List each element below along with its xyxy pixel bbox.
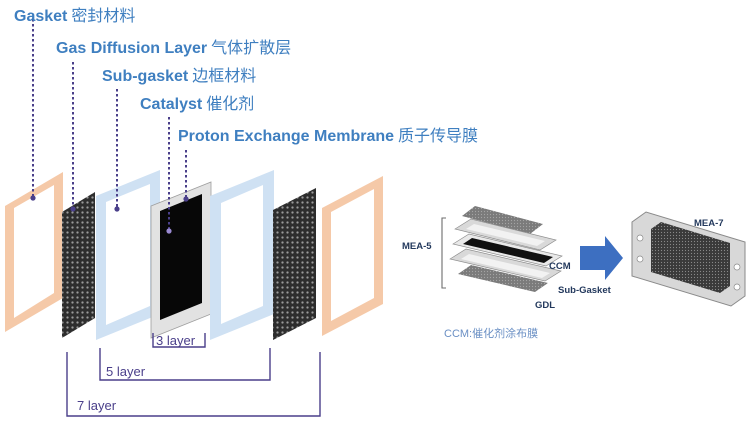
mea7-active-area [651,222,730,293]
gdl-left [62,192,95,338]
label-pem-zh: 质子传导膜 [398,128,479,145]
label-pem-en: Proton Exchange Membrane [178,128,395,145]
label-gdl-small: GDL [535,300,556,311]
mea5-gdl-bottom [458,265,548,292]
catalyst-layer [160,194,202,320]
leader-catalyst-dot [166,228,172,234]
mea7-port-hole [733,263,741,271]
label-5-layer: 5 layer [106,364,146,379]
label-catalyst-en: Catalyst [140,96,203,113]
gasket-right [322,176,383,336]
leader-gdl-dot [70,206,76,212]
mea5-gdl-top [462,206,543,234]
label-gasket-zh: 密封材料 [71,8,136,25]
process-arrow [580,236,623,280]
bracket-3-layer [152,333,206,348]
label-3-layer: 3 layer [156,333,196,348]
label-sub-gasket-en: Sub-gasket [102,68,189,85]
label-mea5: MEA-5 [402,241,432,252]
label-sub-gasket-zh: 边框材料 [192,68,257,85]
label-7-layer: 7 layer [77,398,117,413]
leader-gasket-dot [30,195,36,201]
mea7-port-hole [636,234,644,242]
sub-gasket-left [96,170,160,340]
sub-gasket-right [210,170,274,340]
label-gasket-en: Gasket [14,8,68,25]
label-gdl-en: Gas Diffusion Layer [56,40,208,57]
leader-sub-gasket-dot [114,206,120,212]
bracket-7-layer [66,352,321,417]
mea7-port-hole [636,255,644,263]
label-sub-gasket-small: Sub-Gasket [558,285,611,296]
mea7-port-hole [733,283,741,291]
mea5-stack [449,206,563,292]
mea5-brace [441,217,446,289]
label-gdl-zh: 气体扩散层 [211,40,292,57]
leader-pem-dot [183,196,189,202]
gasket-left [5,172,63,332]
ccm-definition-note: CCM:催化剂涂布膜 [444,328,539,340]
label-catalyst-zh: 催化剂 [206,96,255,113]
bracket-5-layer [99,348,271,381]
mea7-assembly [631,211,746,307]
label-mea7: MEA-7 [694,218,724,229]
label-ccm: CCM [549,261,571,272]
gdl-right [273,188,316,340]
